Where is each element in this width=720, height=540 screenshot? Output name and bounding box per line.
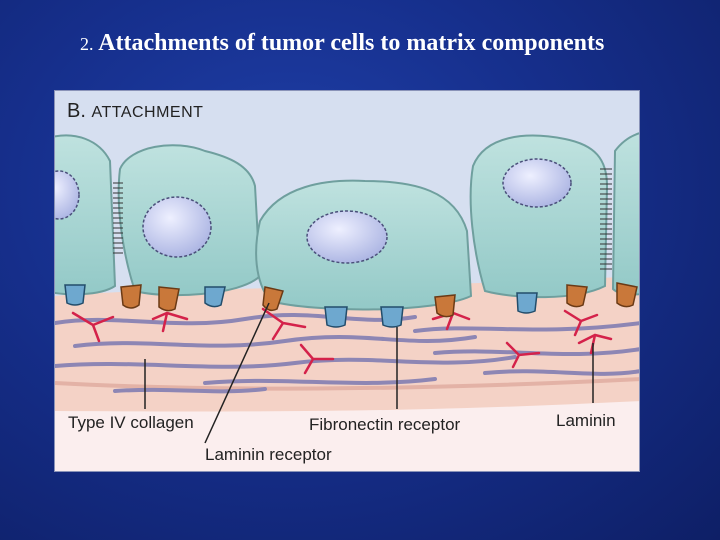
basement-line [55, 377, 639, 391]
nucleus-4 [502, 158, 572, 208]
nucleus-1 [55, 170, 80, 220]
cell-5 [611, 132, 639, 296]
label-laminin-receptor: Laminin receptor [205, 445, 332, 464]
slide-title-text: Attachments of tumor cells to matrix com… [98, 30, 605, 56]
panel-letter: B. [67, 100, 86, 122]
laminin-receptor [566, 284, 588, 308]
label-fibronectin-receptor: Fibronectin receptor [309, 415, 461, 434]
panel-title: ATTACHMENT [91, 104, 204, 121]
label-type-iv-collagen: Type IV collagen [68, 413, 194, 432]
fibronectin-receptor [64, 284, 86, 306]
fibronectin-receptors [64, 284, 538, 328]
nucleus-3 [306, 210, 388, 264]
slide-title: 2. Attachments of tumor cells to matrix … [80, 28, 640, 60]
laminin-receptor [120, 284, 142, 309]
matrix-band [55, 276, 639, 412]
slide-number: 2. [80, 34, 94, 54]
panel-label: B. ATTACHMENT [67, 100, 203, 123]
nucleus-2 [142, 196, 212, 258]
attachment-figure: B. ATTACHMENT Type IV collagen Laminin r… [54, 90, 640, 472]
fibronectin-receptor [516, 292, 538, 314]
fibronectin-receptor [380, 306, 404, 328]
label-laminin: Laminin [556, 411, 616, 430]
cell-junctions [113, 168, 612, 270]
laminin-receptor [434, 294, 456, 318]
laminin-receptor [616, 282, 638, 308]
fibronectin-receptor [324, 306, 348, 328]
nuclei [55, 158, 572, 264]
fibronectin-receptor [204, 286, 226, 308]
attachment-diagram [55, 91, 639, 444]
leader-lines [144, 302, 594, 444]
laminin-receptor [158, 286, 180, 312]
leader-laminin-receptor [204, 302, 270, 444]
